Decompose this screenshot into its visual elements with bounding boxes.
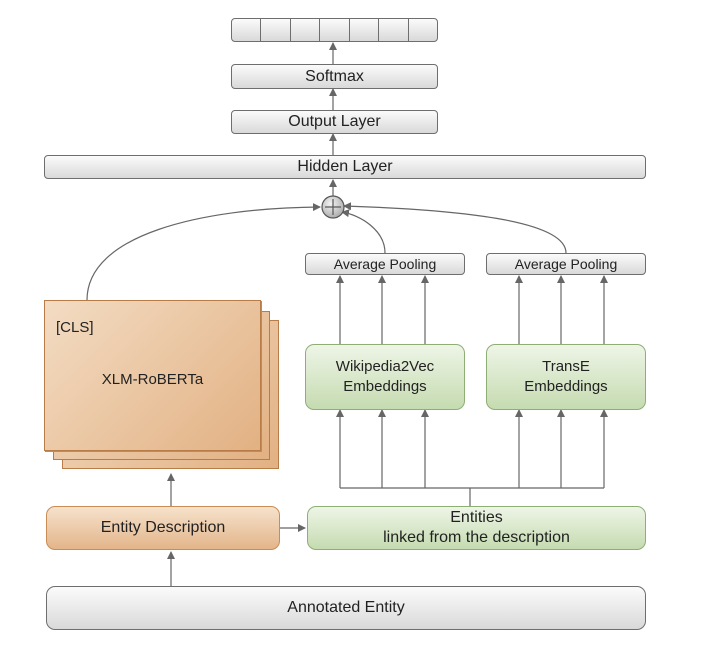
output-cell	[409, 19, 437, 41]
transe-embeddings: TransE Embeddings	[486, 344, 646, 410]
output-cell	[291, 19, 321, 41]
encoder-label: XLM-RoBERTa	[101, 371, 204, 388]
average-pooling-right-label: Average Pooling	[514, 256, 618, 272]
arrow-cls-to-concat	[86, 203, 321, 301]
output-vector	[231, 18, 438, 42]
wikipedia2vec-label: Wikipedia2Vec Embeddings	[335, 358, 435, 395]
linked-entities-label: Entities linked from the description	[383, 509, 570, 546]
entity-description: Entity Description	[46, 506, 280, 550]
output-cell	[350, 19, 380, 41]
linked-entities: Entities linked from the description	[307, 506, 646, 550]
softmax-label: Softmax	[305, 67, 364, 85]
output-cell	[232, 19, 262, 41]
hidden-layer: Hidden Layer	[44, 155, 646, 179]
transe-label: TransE Embeddings	[524, 358, 608, 395]
entity-description-label: Entity Description	[100, 519, 226, 536]
hidden-layer-label: Hidden Layer	[297, 158, 393, 175]
wikipedia2vec-embeddings: Wikipedia2Vec Embeddings	[305, 344, 465, 410]
arrow-pool-left-to-concat	[341, 209, 386, 254]
average-pooling-left: Average Pooling	[305, 253, 465, 275]
output-cell	[320, 19, 350, 41]
average-pooling-left-label: Average Pooling	[333, 256, 437, 272]
arrow-pool-right-to-concat	[343, 202, 567, 254]
output-layer-label: Output Layer	[288, 113, 381, 130]
output-layer: Output Layer	[231, 110, 438, 134]
cls-token-label: [CLS]	[56, 319, 94, 336]
encoder-sheet-front: [CLS] XLM-RoBERTa	[44, 300, 261, 451]
output-cell	[261, 19, 291, 41]
annotated-entity: Annotated Entity	[46, 586, 646, 630]
concat-plus-icon	[321, 195, 345, 219]
average-pooling-right: Average Pooling	[486, 253, 646, 275]
output-cell	[379, 19, 409, 41]
softmax-layer: Softmax	[231, 64, 438, 89]
annotated-entity-label: Annotated Entity	[287, 599, 405, 616]
